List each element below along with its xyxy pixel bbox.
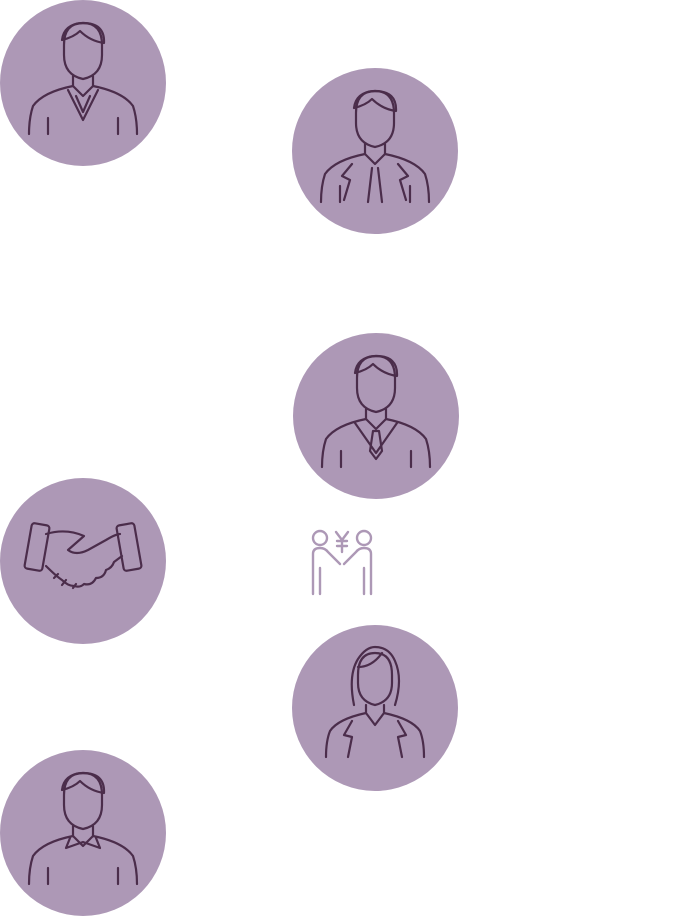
- businesswoman-icon: [292, 625, 458, 791]
- man-casual-icon: [0, 750, 166, 916]
- businessman-icon: [292, 68, 458, 234]
- businessman-tie-icon: [293, 333, 459, 499]
- yen-exchange-icon: [311, 529, 373, 596]
- handshake-icon: [0, 478, 166, 644]
- man-sweater-icon: [0, 0, 166, 166]
